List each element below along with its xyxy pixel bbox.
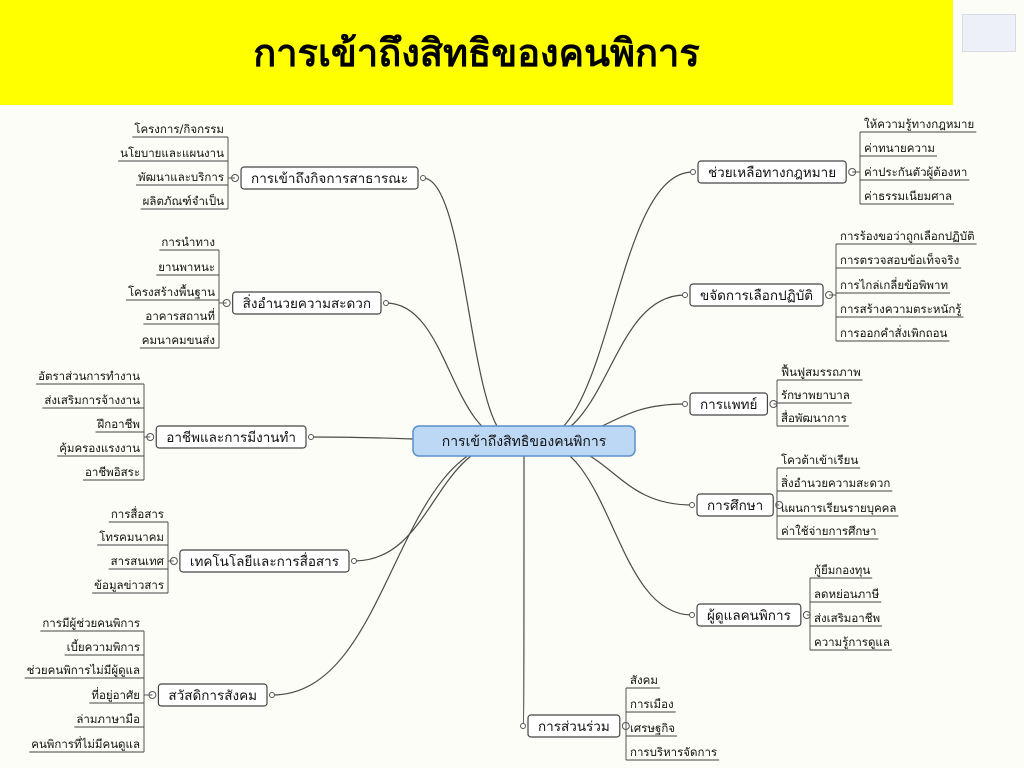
branch-node xyxy=(696,603,802,627)
branch-label: การเข้าถึงกิจการสาธารณะ xyxy=(251,171,408,187)
leaf-label: เบี้ยความพิการ xyxy=(67,639,140,654)
connector-knob xyxy=(682,401,688,407)
leaf-label: สังคม xyxy=(630,673,658,687)
leaf-label: คนพิการที่ไม่มีคนดูแล xyxy=(31,736,140,751)
leaf-label: โครงสร้างพื้นฐาน xyxy=(128,284,215,299)
leaf-label: ฝึกอาชีพ xyxy=(96,417,140,431)
leaf-label: โทรคมนาคม xyxy=(99,530,164,544)
branch-node xyxy=(689,392,769,416)
branch-connector xyxy=(385,302,515,442)
leaf-label: ที่อยู่อาศัย xyxy=(91,687,140,702)
center-node-label: การเข้าถึงสิทธิของคนพิการ xyxy=(442,434,607,450)
leaf-label: ช่วยคนพิการไม่มีผู้ดูแล xyxy=(27,663,140,677)
leaf-label: การร้องขอว่าถูกเลือกปฏิบัติ xyxy=(840,229,975,243)
connector-knob xyxy=(420,175,426,181)
branch-connector xyxy=(522,455,525,727)
leaf-label: กู้ยืมกองทุน xyxy=(814,563,870,577)
connector-knob xyxy=(682,292,688,298)
leaf-label: การสื่อสาร xyxy=(111,506,164,521)
branch-connector xyxy=(422,177,515,442)
connector-knob xyxy=(689,612,695,618)
corner-box xyxy=(962,14,1016,52)
title-banner xyxy=(0,0,953,105)
connector-knob xyxy=(308,434,314,440)
branch-node xyxy=(696,493,774,517)
leaf-label: การออกคำสั่งเพิกถอน xyxy=(840,325,948,340)
leaf-label: ล่ามภาษามือ xyxy=(76,712,140,726)
leaf-label: การมีผู้ช่วยคนพิการ xyxy=(42,616,140,630)
branch-label: ผู้ดูแลคนพิการ xyxy=(707,608,791,624)
branch-connector xyxy=(533,294,686,442)
connector-knob xyxy=(520,723,526,729)
leaf-label: ผลิตภัณฑ์จำเป็น xyxy=(143,193,224,208)
leaf-label: ส่งเสริมอาชีพ xyxy=(814,611,880,625)
leaf-label: โควต้าเข้าเรียน xyxy=(781,453,858,467)
branch-node xyxy=(697,160,847,184)
leaf-label: รักษาพยาบาล xyxy=(781,388,850,402)
leaf-label: แผนการเรียนรายบุคคล xyxy=(781,501,896,515)
leaf-label: ข้อมูลข่าวสาร xyxy=(94,578,164,592)
leaf-label: การบริหารจัดการ xyxy=(630,745,717,759)
branch-node xyxy=(240,166,419,190)
branch-label: การแพทย์ xyxy=(700,396,757,413)
center-node xyxy=(412,425,636,457)
connector-knob xyxy=(351,558,357,564)
leaf-label: สิ่งอำนวยความสะดวก xyxy=(781,475,890,490)
branch-label: สิ่งอำนวยความสะดวก xyxy=(243,294,371,312)
branch-label: ช่วยเหลือทางกฎหมาย xyxy=(708,165,836,181)
connector-knob xyxy=(690,169,696,175)
leaf-label: เศรษฐกิจ xyxy=(630,721,675,735)
leaf-label: นโยบายและแผนงาน xyxy=(120,146,224,160)
branch-label: อาชีพและการมีงานทำ xyxy=(166,430,296,446)
branch-label: การศึกษา xyxy=(707,498,763,514)
leaf-label: การเมือง xyxy=(630,697,674,711)
leaf-label: พัฒนาและบริการ xyxy=(138,170,224,184)
leaf-label: ค่าธรรมเนียมศาล xyxy=(864,189,952,203)
connector-knob xyxy=(689,502,695,508)
leaf-label: ลดหย่อนภาษี xyxy=(814,587,880,601)
page-title: การเข้าถึงสิทธิของคนพิการ xyxy=(253,31,700,75)
leaf-label: คมนาคมขนส่ง xyxy=(142,333,215,347)
leaf-label: ฟื้นฟูสมรรถภาพ xyxy=(781,364,861,379)
branch-label: สวัสดิการสังคม xyxy=(168,688,257,704)
branch-connector xyxy=(353,440,515,562)
leaf-label: อัตราส่วนการทำงาน xyxy=(38,369,140,383)
branch-label: เทคโนโลยีและการสื่อสาร xyxy=(190,552,339,570)
branch-connector xyxy=(533,171,694,442)
leaf-label: คุ้มครองแรงงาน xyxy=(59,441,140,455)
leaf-label: สารสนเทศ xyxy=(111,554,165,568)
leaf-label: โครงการ/กิจกรรม xyxy=(134,122,224,136)
leaf-label: การสร้างความตระหนักรู้ xyxy=(840,302,961,316)
branch-node xyxy=(689,283,824,307)
leaf-label: ส่งเสริมการจ้างงาน xyxy=(44,393,140,407)
branch-connector xyxy=(533,440,693,616)
leaf-label: การตรวจสอบข้อเท็จจริง xyxy=(840,252,959,267)
leaf-label: ความรู้การดูแล xyxy=(814,635,890,649)
branch-node xyxy=(232,291,382,315)
leaf-label: ค่าประกันตัวผู้ต้องหา xyxy=(864,165,967,179)
leaf-label: อาชีพอิสระ xyxy=(85,465,140,479)
leaf-label: การนำทาง xyxy=(161,235,215,249)
connector-knob xyxy=(269,692,275,698)
branch-node xyxy=(155,425,307,449)
branch-label: ขจัดการเลือกปฏิบัติ xyxy=(700,288,813,304)
branch-node xyxy=(157,683,268,707)
leaf-label: สื่อพัฒนาการ xyxy=(781,410,847,425)
connector-knob xyxy=(383,300,389,306)
branch-node xyxy=(527,714,621,738)
leaf-label: ค่าทนายความ xyxy=(864,141,935,155)
branch-node xyxy=(179,549,350,573)
leaf-label: ให้ความรู้ทางกฎหมาย xyxy=(864,117,974,131)
branch-label: การส่วนร่วม xyxy=(538,719,610,735)
leaf-label: ยานพาหนะ xyxy=(158,260,215,274)
leaf-label: อาคารสถานที่ xyxy=(145,308,215,323)
leaf-label: ค่าใช้จ่ายการศึกษา xyxy=(781,524,876,538)
leaf-label: การไกล่เกลี่ยข้อพิพาท xyxy=(840,277,948,292)
